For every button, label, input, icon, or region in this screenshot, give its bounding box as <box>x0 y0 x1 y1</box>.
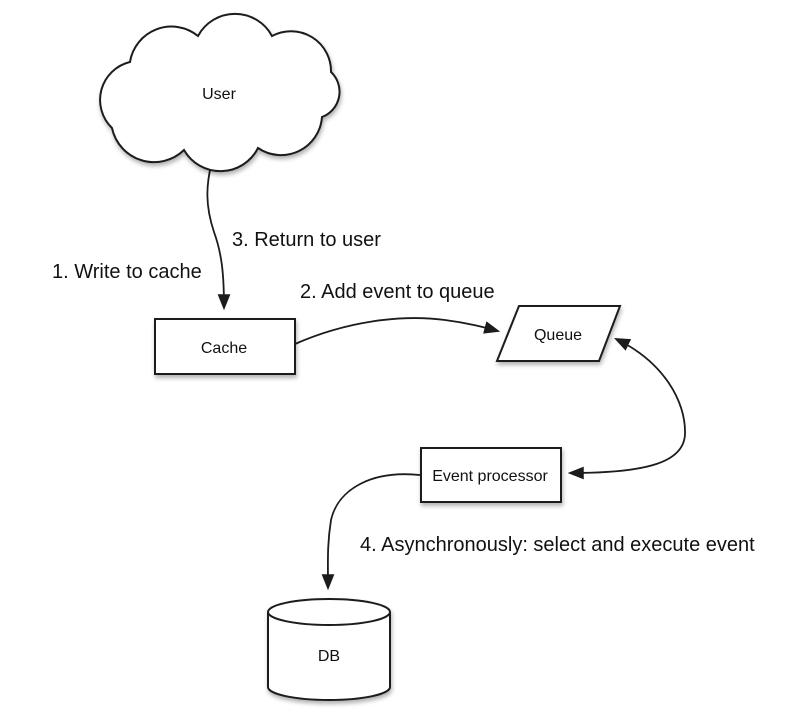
edge-queue-event-processor <box>567 338 686 480</box>
node-queue: Queue <box>495 305 622 362</box>
cache-box <box>154 318 296 375</box>
node-db: DB <box>267 598 391 701</box>
queue-parallelogram <box>495 305 622 362</box>
cache-label: Cache <box>201 340 247 357</box>
node-event-processor: Event processor <box>420 447 562 503</box>
db-cylinder-top <box>267 598 391 626</box>
event-processor-label: Event processor <box>432 468 548 485</box>
label-step-1: 1. Write to cache <box>52 261 202 283</box>
label-step-4: 4. Asynchronously: select and execute ev… <box>360 534 755 556</box>
node-user: User <box>99 12 341 173</box>
label-step-3: 3. Return to user <box>232 229 381 251</box>
user-label: User <box>202 86 236 103</box>
queue-label: Queue <box>534 327 582 344</box>
edge-user-to-cache <box>206 160 231 311</box>
db-cylinder-body <box>267 612 391 701</box>
db-label: DB <box>318 648 340 665</box>
node-cache: Cache <box>154 318 296 375</box>
event-processor-box <box>420 447 562 503</box>
label-step-2: 2. Add event to queue <box>300 281 495 303</box>
cloud-shape <box>99 12 341 173</box>
edge-event-processor-to-db <box>321 473 421 591</box>
edge-cache-to-queue <box>294 317 501 345</box>
